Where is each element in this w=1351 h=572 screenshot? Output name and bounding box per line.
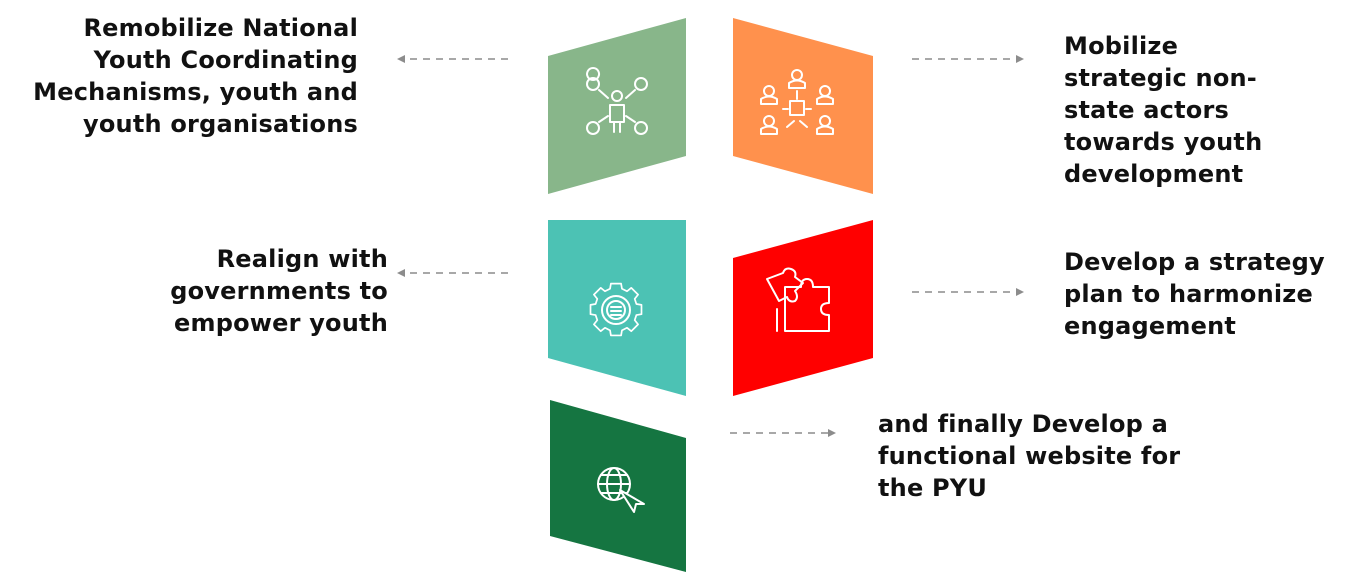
arrow-step-4	[912, 288, 1024, 296]
arrow-step-1	[397, 55, 508, 63]
network-people-icon	[586, 67, 648, 135]
step-5-label: and finally Develop a functional website…	[878, 410, 1181, 502]
step-2-label: Mobilize strategic non-state actors towa…	[1064, 32, 1263, 188]
step-3-label: Realign with governments to empower yout…	[170, 245, 388, 337]
puzzle-icon	[766, 267, 830, 332]
step-4-label: Develop a strategy plan to harmonize eng…	[1064, 248, 1325, 340]
step-4-panel	[733, 220, 873, 396]
step-5-panel	[550, 400, 686, 572]
arrow-step-2	[912, 55, 1024, 63]
team-collaboration-icon	[760, 69, 834, 135]
arrow-step-5	[730, 429, 836, 437]
globe-cursor-icon	[597, 467, 645, 513]
step-1-label: Remobilize National Youth Coordinating M…	[33, 14, 358, 138]
arrow-step-3	[397, 269, 508, 277]
gear-settings-icon	[589, 282, 643, 337]
